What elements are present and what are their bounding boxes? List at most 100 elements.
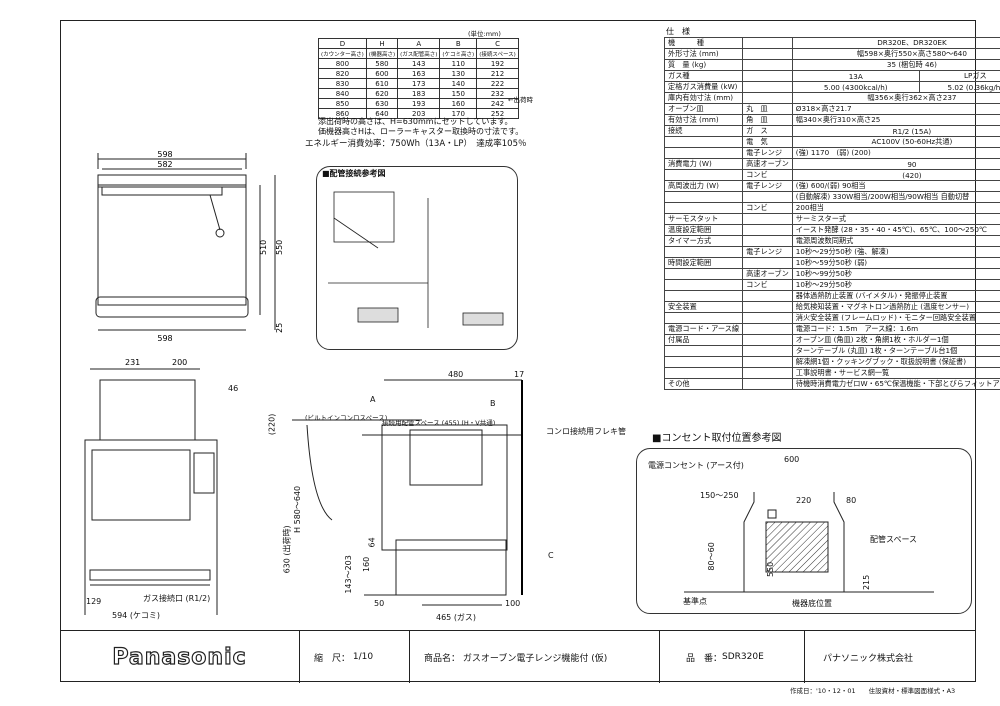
spec-item: オーブン皿 bbox=[663, 103, 744, 115]
outlet-diagram bbox=[684, 492, 934, 593]
spec-value: (自動解凍) 330W相当/200W相当/90W相当 自動切替 bbox=[791, 191, 1000, 203]
spec-subitem bbox=[742, 235, 793, 247]
dim-143-203: 143〜203 bbox=[343, 555, 353, 594]
spec-item bbox=[663, 169, 744, 181]
dim-80: 80 bbox=[846, 496, 857, 505]
spec-subitem: 高速オーブン bbox=[742, 268, 793, 280]
table-row: 高周波出力 (W)電子レンジ(強) 600/(弱) 90相当 bbox=[663, 180, 1000, 192]
spec-value: 10秒〜99分50秒 bbox=[791, 268, 1000, 280]
table-row: (自動解凍) 330W相当/200W相当/90W相当 自動切替 bbox=[663, 191, 1000, 203]
spec-subitem: 電子レンジ bbox=[742, 180, 793, 192]
dim-160: 160 bbox=[362, 556, 372, 573]
dim-594: 594 (ケコミ) bbox=[112, 611, 161, 620]
outlet-reference-box bbox=[636, 448, 972, 614]
spec-item: 質 量 (kg) bbox=[663, 59, 744, 71]
dim-subheader: (ガス配管高さ) bbox=[397, 48, 441, 59]
dim-cell: 640 bbox=[365, 108, 399, 119]
dim-header: H bbox=[365, 38, 399, 49]
spec-subitem: ガ ス bbox=[742, 125, 793, 137]
footer-note: 作成日：'10・12・01 住設資材・標準図面様式・A3 bbox=[790, 687, 956, 695]
spec-subitem: コンビ bbox=[742, 202, 793, 214]
spec-value: 200相当 bbox=[791, 202, 1000, 214]
dim-cell: 850 bbox=[318, 98, 367, 109]
dim-cell: 173 bbox=[397, 78, 441, 89]
company-name: パナソニック株式会社 bbox=[823, 653, 914, 664]
outlet-title: ■コンセント取付位置参考図 bbox=[652, 433, 782, 444]
spec-subitem bbox=[742, 301, 793, 313]
piping-space-label: 配管スペース bbox=[870, 535, 918, 544]
table-row: 質 量 (kg)35 (梱包時 46) bbox=[663, 59, 1000, 71]
drawing-value: SDR320E bbox=[722, 652, 764, 662]
dim-header: C bbox=[476, 38, 519, 49]
dim-subheader: (ケコミ高さ) bbox=[439, 48, 478, 59]
dim-510: 510 bbox=[259, 240, 268, 255]
table-row: 電子レンジ(強) 1170 (弱) (200) bbox=[663, 147, 1000, 159]
dim-598-top: 598 bbox=[157, 150, 172, 159]
dim-cell: 150 bbox=[439, 88, 478, 99]
supply-space-label: 接続用配管スペース (455) (H・V共通) bbox=[382, 419, 496, 427]
spec-value: 消火安全装置 (フレームロッド)・モニター回路安全装置 bbox=[791, 312, 1000, 324]
maker-cell: Panasonic bbox=[60, 631, 300, 683]
note-2: 価機器高さHは、ローラーキャスター取換時の寸法です。 bbox=[318, 127, 524, 136]
spec-subitem: 角 皿 bbox=[742, 114, 793, 126]
dim-cell: 820 bbox=[318, 68, 367, 79]
dim-label-a: A bbox=[370, 395, 376, 404]
spec-item bbox=[663, 246, 744, 258]
dim-630: 630 (出荷時) bbox=[282, 525, 292, 574]
spec-subitem bbox=[742, 92, 793, 104]
builtin-conro-label: (ビルトインコンロスペース) bbox=[305, 414, 388, 422]
spec-subitem bbox=[742, 70, 793, 82]
dim-200: 200 bbox=[172, 358, 187, 367]
spec-value: 10秒〜29分50秒 (強、解凍) bbox=[791, 246, 1000, 258]
spec-subitem bbox=[742, 345, 793, 357]
note-1: 添出荷時の高さは、H=630mmにセットしています。 bbox=[318, 117, 513, 126]
factory-mark: ←出荷時 bbox=[508, 96, 533, 104]
spec-item bbox=[663, 367, 744, 379]
spec-value: 10秒〜29分50秒 bbox=[791, 279, 1000, 291]
energy-efficiency: エネルギー消費効率：750Wh（13A・LP） 達成率105％ bbox=[305, 139, 527, 149]
spec-value: 幅598×奥行550×高さ580〜640 bbox=[791, 48, 1000, 60]
side-section-drawing bbox=[292, 379, 523, 606]
spec-value: 10秒〜59分50秒 (弱) bbox=[791, 257, 1000, 269]
dim-header: A bbox=[397, 38, 441, 49]
dim-480: 480 bbox=[448, 370, 464, 379]
spec-item: 接続 bbox=[663, 125, 744, 137]
dim-subheader: (カウンター高さ) bbox=[318, 48, 367, 59]
dim-129: 129 bbox=[86, 597, 102, 606]
front-view-drawing: 598 582 598 510 550 25 bbox=[95, 150, 284, 343]
spec-item: サーモスタット bbox=[663, 213, 744, 225]
scale-value: 1/10 bbox=[352, 652, 374, 662]
spec-subitem bbox=[742, 59, 793, 71]
spec-item: 定格ガス消費量 (kW) bbox=[663, 81, 744, 93]
spec-subitem: 高速オーブン bbox=[742, 158, 793, 170]
dim-598-bottom: 598 bbox=[157, 334, 172, 343]
spec-item: 外形寸法 (mm) bbox=[663, 48, 744, 60]
spec-value-lp: LPガス bbox=[918, 70, 1000, 82]
dim-cell: 222 bbox=[476, 78, 519, 89]
dim-header: D bbox=[318, 38, 367, 49]
spec-item bbox=[663, 268, 744, 280]
dim-cell: 143 bbox=[397, 58, 441, 69]
dim-46: 46 bbox=[228, 384, 239, 393]
dim-cell: 830 bbox=[318, 78, 367, 89]
spec-value: サーミスター式 bbox=[791, 213, 1000, 225]
spec-value: オーブン皿 (角皿) 2枚・角網1枚・ホルダー1個 bbox=[791, 334, 1000, 346]
spec-subitem: コンビ bbox=[742, 169, 793, 181]
spec-item bbox=[663, 290, 744, 302]
table-row: 解凍網1個・クッキングブック・取扱説明書 (保証書) bbox=[663, 356, 1000, 368]
spec-item bbox=[663, 191, 744, 203]
dim-100: 100 bbox=[505, 599, 521, 608]
dim-cell: 252 bbox=[476, 108, 519, 119]
dim-cell: 140 bbox=[439, 78, 478, 89]
dim-cell: 160 bbox=[439, 98, 478, 109]
spec-item: ガス種 bbox=[663, 70, 744, 82]
company-cell: パナソニック株式会社 bbox=[805, 631, 976, 683]
dim-cell: 620 bbox=[365, 88, 399, 99]
